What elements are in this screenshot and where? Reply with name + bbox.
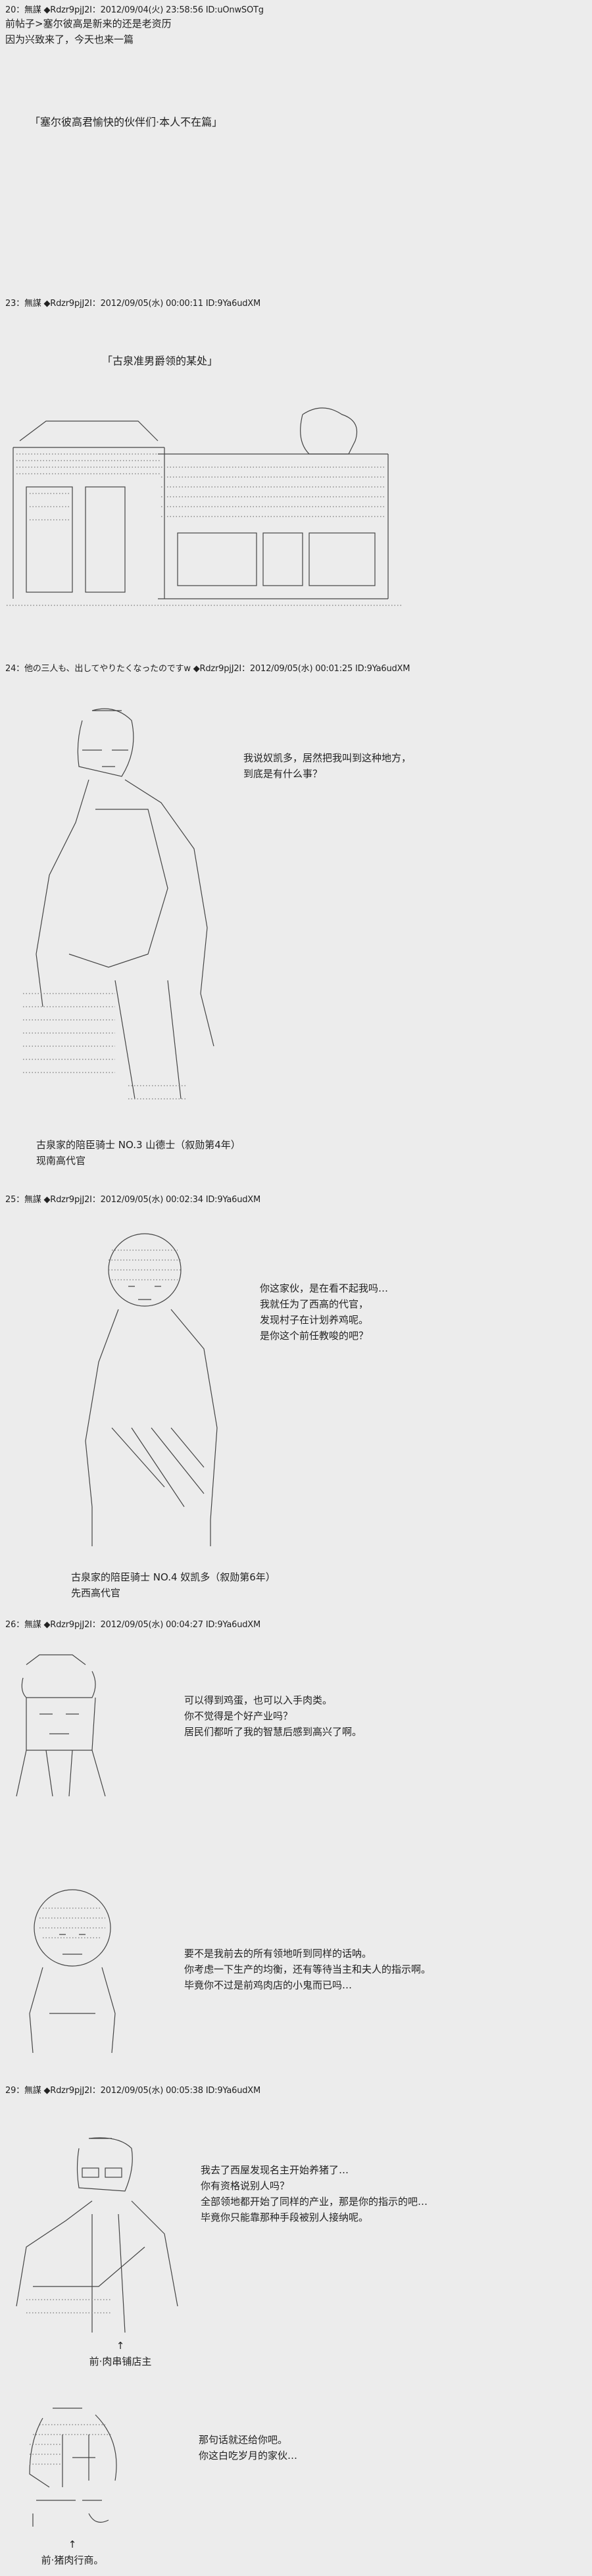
post-line: 前帖子>塞尔彼高是新来的还是老资历 (5, 18, 172, 30)
caption-line: 前·猪肉行商。 (41, 2554, 104, 2566)
speech-line: 全部领地都开始了同样的产业，那是你的指示的吧… (201, 2196, 428, 2208)
speech-line: 居民们都听了我的智慧后感到高兴了啊。 (184, 1726, 362, 1738)
post-header: 29：無謀 ◆Rdzr9pjJ2I：2012/09/05(水) 00:05:38… (5, 2086, 261, 2096)
speech-line: 发现村子在计划养鸡呢。 (260, 1314, 369, 1326)
character-caption: 古泉家的陪臣骑士 NO.3 山德士（叙勋第4年） 现南高代官 (36, 1137, 241, 1169)
caption-line: 前·肉串铺店主 (89, 2356, 152, 2367)
post-header: 23：無謀 ◆Rdzr9pjJ2I：2012/09/05(水) 00:00:11… (5, 299, 261, 309)
speech-bubble: 你这家伙，是在看不起我吗… 我就任为了西高的代官， 发现村子在计划养鸡呢。 是你… (260, 1280, 388, 1344)
speech-line: 你这白吃岁月的家伙… (199, 2450, 298, 2462)
caption-line: 古泉家的陪臣骑士 NO.3 山德士（叙勋第4年） (36, 1139, 241, 1151)
arrow-up-icon: ↑ (68, 2538, 77, 2550)
ascii-art-figure-nukaido (85, 1233, 218, 1546)
speech-line: 到底是有什么事？ (243, 768, 323, 780)
post-header: 26：無謀 ◆Rdzr9pjJ2I：2012/09/05(水) 00:04:27… (5, 1620, 261, 1630)
post-header: 25：無謀 ◆Rdzr9pjJ2I：2012/09/05(水) 00:02:34… (5, 1195, 261, 1205)
speech-line: 你有资格说别人吗？ (201, 2180, 290, 2192)
speech-line: 我去了西屋发现名主开始养猪了… (201, 2164, 349, 2176)
ascii-art-building (7, 407, 401, 606)
speech-line: 可以得到鸡蛋，也可以入手肉类。 (184, 1694, 333, 1706)
speech-line: 我说奴凯多，居然把我叫到这种地方， (243, 752, 412, 764)
post-header: 20：無謀 ◆Rdzr9pjJ2I：2012/09/04(火) 23:58:56… (5, 5, 264, 15)
ascii-art-figure-a (16, 1654, 106, 1797)
ascii-art-figure-skewer-shop-owner (16, 2137, 178, 2333)
speech-line: 毕竟你只能靠那种手段被别人接纳呢。 (201, 2211, 369, 2223)
character-caption: ↑ 前·猪肉行商。 (39, 2537, 105, 2568)
speech-line: 那句话就还给你吧。 (199, 2434, 288, 2446)
speech-bubble: 要不是我前去的所有领地听到同样的话呐。 你考虑一下生产的均衡，还有等待当主和夫人… (184, 1946, 431, 1993)
ascii-art-figure-pork-merchant (29, 2408, 117, 2527)
speech-bubble: 我去了西屋发现名主开始养猪了… 你有资格说别人吗？ 全部领地都开始了同样的产业，… (201, 2162, 428, 2225)
speech-bubble: 可以得到鸡蛋，也可以入手肉类。 你不觉得是个好产业吗？ 居民们都听了我的智慧后感… (184, 1692, 362, 1740)
speech-bubble: 我说奴凯多，居然把我叫到这种地方， 到底是有什么事？ (243, 750, 411, 782)
caption-line: 现南高代官 (36, 1155, 86, 1167)
story-title: 「塞尔彼高君愉快的伙伴们·本人不在篇」 (30, 116, 223, 128)
caption-line: 先西高代官 (71, 1587, 121, 1599)
speech-line: 要不是我前去的所有领地听到同样的话呐。 (184, 1948, 372, 1959)
character-caption: ↑ 前·肉串铺店主 (84, 2338, 157, 2369)
ascii-art-figure-b (29, 1889, 116, 2054)
speech-line: 你这家伙，是在看不起我吗… (260, 1282, 389, 1294)
post-line: 因为兴致来了，今天也来一篇 (5, 34, 134, 45)
post-header: 24：他の三人も、出してやりたくなったのですw ◆Rdzr9pjJ2I：2012… (5, 664, 410, 674)
speech-bubble: 那句话就还给你吧。 你这白吃岁月的家伙… (199, 2432, 297, 2463)
arrow-up-icon: ↑ (116, 2340, 125, 2352)
character-caption: 古泉家的陪臣骑士 NO.4 奴凯多（叙勋第6年） 先西高代官 (71, 1569, 276, 1601)
speech-line: 是你这个前任教唆的吧？ (260, 1330, 369, 1342)
speech-line: 你考虑一下生产的均衡，还有等待当主和夫人的指示啊。 (184, 1963, 432, 1975)
ascii-art-figure-sanders (23, 708, 214, 1099)
post-body: 前帖子>塞尔彼高是新来的还是老资历 因为兴致来了，今天也来一篇 (5, 16, 172, 47)
speech-line: 我就任为了西高的代官， (260, 1298, 369, 1310)
speech-line: 毕竟你不过是前鸡肉店的小鬼而已吗… (184, 1979, 353, 1991)
scene-title: 「古泉准男爵领的某处」 (102, 355, 218, 367)
speech-line: 你不觉得是个好产业吗？ (184, 1710, 293, 1722)
caption-line: 古泉家的陪臣骑士 NO.4 奴凯多（叙勋第6年） (71, 1571, 276, 1583)
